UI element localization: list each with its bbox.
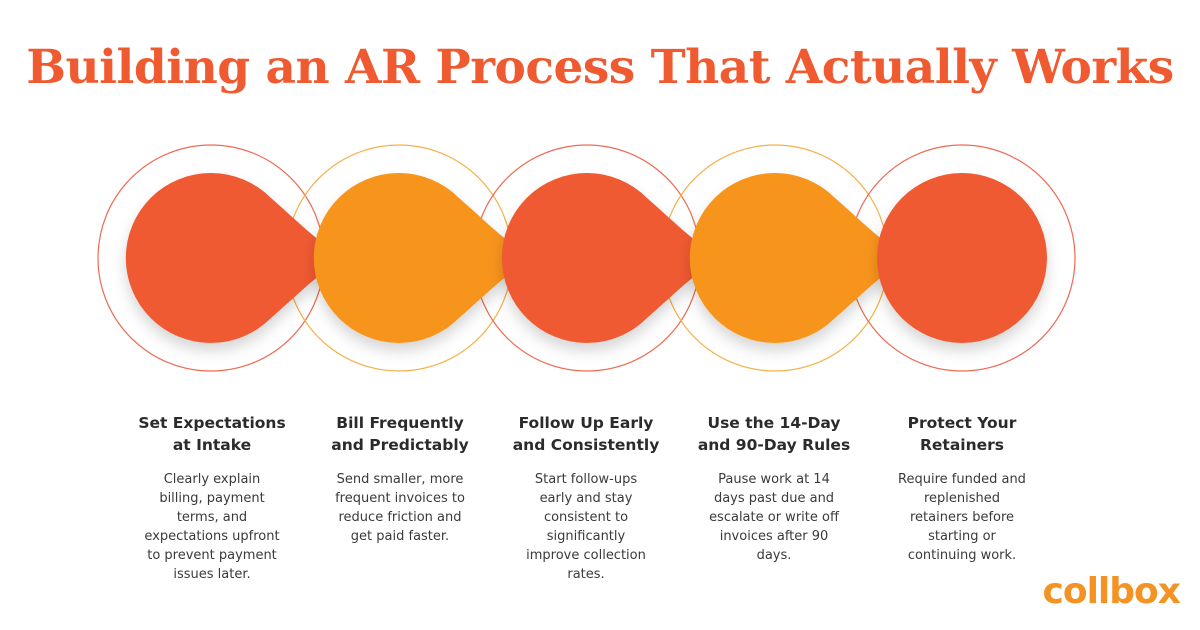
- step-bubble: [877, 173, 1047, 343]
- step-bubble: [689, 172, 913, 343]
- page-title: Building an AR Process That Actually Wor…: [26, 40, 1174, 95]
- step-bubble: [501, 172, 725, 343]
- collbox-logo: collbox: [1042, 571, 1181, 612]
- step-bubble: [313, 172, 537, 343]
- step-bubble: [125, 173, 349, 343]
